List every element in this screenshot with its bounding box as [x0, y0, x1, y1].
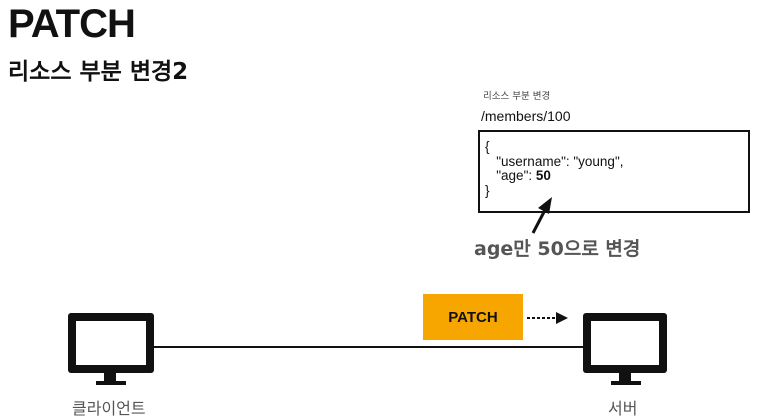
age-value: 50 [535, 168, 551, 183]
patch-method-box: PATCH [423, 294, 523, 340]
code-line: "username": "young", [485, 153, 624, 169]
code-line: { [485, 139, 490, 154]
resource-path: /members/100 [481, 108, 571, 124]
resource-body-box: { "username": "young", "age": 50 } [478, 130, 750, 213]
annotation-arrow [531, 197, 552, 234]
page-title: PATCH [8, 2, 136, 46]
change-annotation: age만 50으로 변경 [474, 238, 641, 260]
page-subtitle: 리소스 부분 변경2 [8, 59, 189, 85]
code-line: "age": 50 [485, 168, 551, 183]
patch-method-label: PATCH [448, 308, 498, 326]
code-line: } [485, 182, 490, 198]
server-label: 서버 [608, 399, 638, 418]
client-monitor-icon [68, 313, 154, 385]
client-label: 클라이언트 [72, 399, 146, 418]
request-arrow [527, 312, 568, 324]
resource-caption: 리소스 부분 변경 [483, 91, 551, 102]
server-monitor-icon [583, 313, 667, 385]
